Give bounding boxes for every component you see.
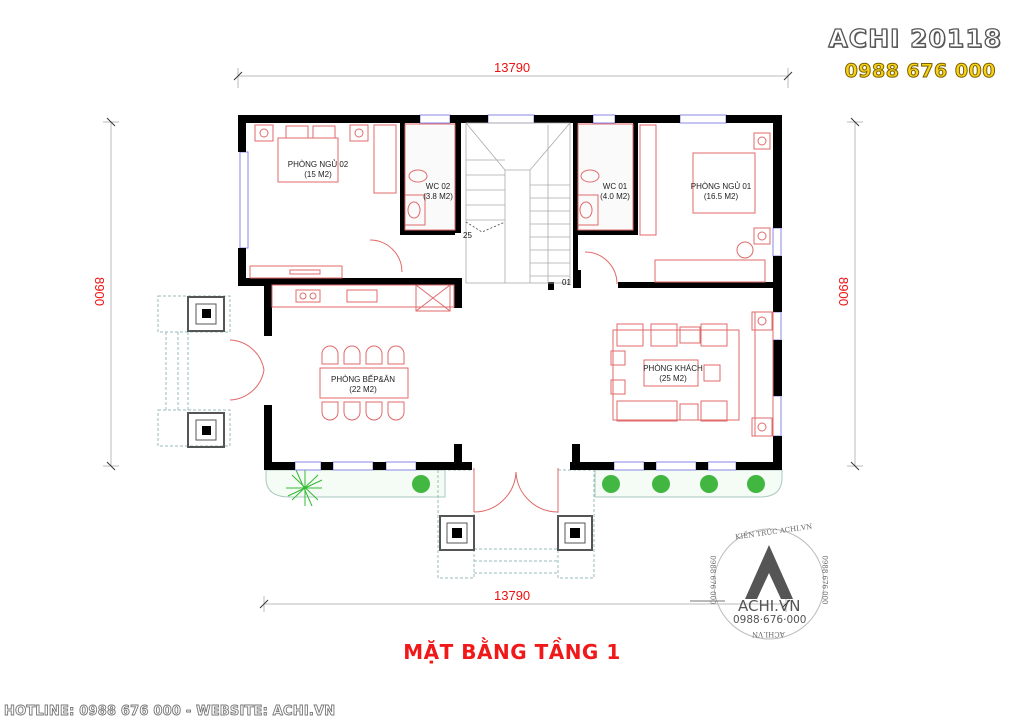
plan-title: MẶT BẰNG TẦNG 1	[403, 640, 621, 664]
project-code: ACHI 20118	[828, 23, 1002, 53]
achi-stamp-logo	[690, 528, 825, 640]
room-area: (15 M2)	[304, 170, 332, 179]
dimension-right-height: 8900	[835, 277, 851, 306]
palm-plant-icon	[286, 469, 323, 507]
room-name: PHÒNG KHÁCH	[643, 364, 703, 373]
stamp-phone: 0988·676·000	[733, 614, 807, 626]
front-porch	[437, 469, 595, 579]
room-name: PHÒNG BẾP&ĂN	[330, 375, 395, 384]
dimension-top-width: 13790	[494, 60, 531, 75]
room-area: (16.5 M2)	[703, 192, 739, 201]
room-area: (22 M2)	[349, 385, 377, 394]
room-area: (3.8 M2)	[423, 192, 453, 201]
stamp-arc-left: 0988 676 000	[708, 555, 717, 605]
room-label-bedroom-01: PHÒNG NGỦ 01 (16.5 M2)	[686, 182, 756, 202]
furniture	[229, 123, 774, 513]
dimension-bottom-width: 13790	[494, 588, 531, 603]
brand-phone: 0988 676 000	[844, 60, 996, 83]
stamp-arc-bottom: ACHI.VN	[752, 630, 785, 638]
room-area: (4.0 M2)	[600, 192, 630, 201]
room-label-bedroom-02: PHÒNG NGỦ 02 (15 M2)	[283, 160, 353, 180]
room-label-kitchen-dining: PHÒNG BẾP&ĂN (22 M2)	[328, 375, 398, 395]
room-label-wc-02: WC 02 (3.8 M2)	[418, 182, 458, 202]
side-porch	[157, 295, 231, 447]
stair-step-top: 25	[463, 231, 472, 240]
garden-strip	[265, 469, 783, 507]
dimension-lines	[103, 68, 863, 612]
room-area: (25 M2)	[659, 374, 687, 383]
room-name: WC 01	[602, 182, 628, 191]
stamp-name: ACHI.VN	[738, 597, 801, 615]
stamp-arc-right: 0988 676 000	[820, 555, 829, 605]
room-name: PHÒNG NGỦ 01	[690, 182, 752, 191]
room-name: PHÒNG NGỦ 02	[287, 160, 349, 169]
walls	[238, 115, 782, 470]
dimension-left-height: 8900	[91, 277, 107, 306]
room-label-living-room: PHÒNG KHÁCH (25 M2)	[638, 364, 708, 384]
stair-step-bottom: 01	[562, 278, 571, 287]
achi-logo-icon	[745, 545, 793, 599]
column-icon	[439, 515, 593, 551]
room-label-wc-01: WC 01 (4.0 M2)	[595, 182, 635, 202]
room-name: WC 02	[425, 182, 451, 191]
staircase	[465, 122, 571, 284]
footer-hotline-website: HOTLINE: 0988 676 000 - WEBSITE: ACHI.VN	[4, 704, 336, 720]
column-icon	[187, 296, 225, 448]
